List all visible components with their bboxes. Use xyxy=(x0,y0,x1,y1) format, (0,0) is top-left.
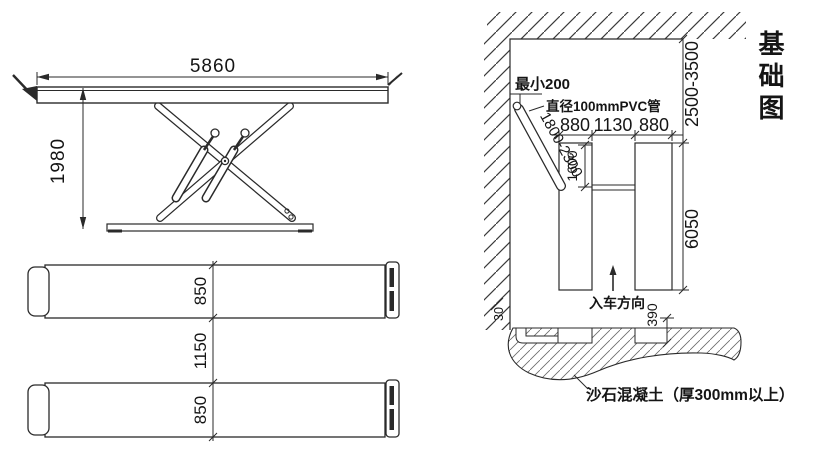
label-drive-in-direction: 入车方向 xyxy=(589,295,645,311)
cross-beam xyxy=(592,184,635,191)
slot-left xyxy=(557,327,593,344)
dimension-beam-distance xyxy=(578,140,592,192)
cable-channel xyxy=(515,327,559,344)
entry-direction-arrow-icon xyxy=(609,265,617,291)
pvc-pipe xyxy=(512,101,566,191)
footprint-left xyxy=(558,142,593,291)
scissor-mechanism xyxy=(154,102,296,222)
dim-platform-width-top: 850 xyxy=(191,277,210,305)
dim-width-left: 880 xyxy=(560,115,590,135)
wheel-stop-flap-right xyxy=(387,72,403,87)
foundation-title: 基础图 xyxy=(755,30,785,126)
dim-beam-distance: 1600 xyxy=(564,150,580,181)
slot-right xyxy=(634,327,668,344)
label-concrete-note: 沙石混凝土（厚300mm以上） xyxy=(586,385,794,404)
wall-hatch-left xyxy=(484,39,510,330)
footprint-right xyxy=(634,142,673,291)
platform-top xyxy=(27,261,400,319)
dimension-footprint-widths xyxy=(553,130,683,141)
dimension-foundation-length xyxy=(672,142,689,295)
leader-min-distance xyxy=(510,93,542,104)
dim-pit-depth: 390 xyxy=(644,303,660,327)
wall-hatch-top xyxy=(487,12,746,39)
lift-plan-view: 850 1150 850 xyxy=(27,260,400,442)
foundation-section: 390 30 沙石混凝土（厚300mm以上） xyxy=(490,297,794,404)
dimension-platform-widths xyxy=(208,260,218,442)
dim-platform-width-bottom: 850 xyxy=(191,396,210,424)
wall-line xyxy=(509,38,683,330)
dimension-pit-depth xyxy=(660,313,674,348)
dim-width-right: 880 xyxy=(639,115,669,135)
lift-side-view: 5860 1980 xyxy=(12,56,403,233)
label-pvc-pipe: 直径100mmPVC管 xyxy=(546,98,661,114)
wheel-stop-flap-left xyxy=(12,74,37,101)
dim-lift-height-label: 1980 xyxy=(48,138,69,184)
platform-bottom xyxy=(27,379,400,438)
dim-platform-gap: 1150 xyxy=(191,333,210,370)
dim-wall-distance-range: 2500-3500 xyxy=(682,41,702,127)
dimension-platform-length xyxy=(36,72,389,85)
dim-edge-step: 30 xyxy=(492,307,506,321)
leader-pvc-pipe xyxy=(528,105,545,112)
dim-foundation-length: 6050 xyxy=(682,209,702,249)
foundation-plan: 880 1130 880 1600 2500-3500 6050 xyxy=(484,12,746,330)
dimension-lift-height xyxy=(79,88,87,229)
label-wall-min-distance: 最小200 xyxy=(515,75,570,93)
dim-platform-length-label: 5860 xyxy=(190,56,236,77)
dim-width-middle: 1130 xyxy=(594,115,633,135)
tick-edge-step xyxy=(490,297,504,311)
leader-concrete-note xyxy=(573,374,589,390)
